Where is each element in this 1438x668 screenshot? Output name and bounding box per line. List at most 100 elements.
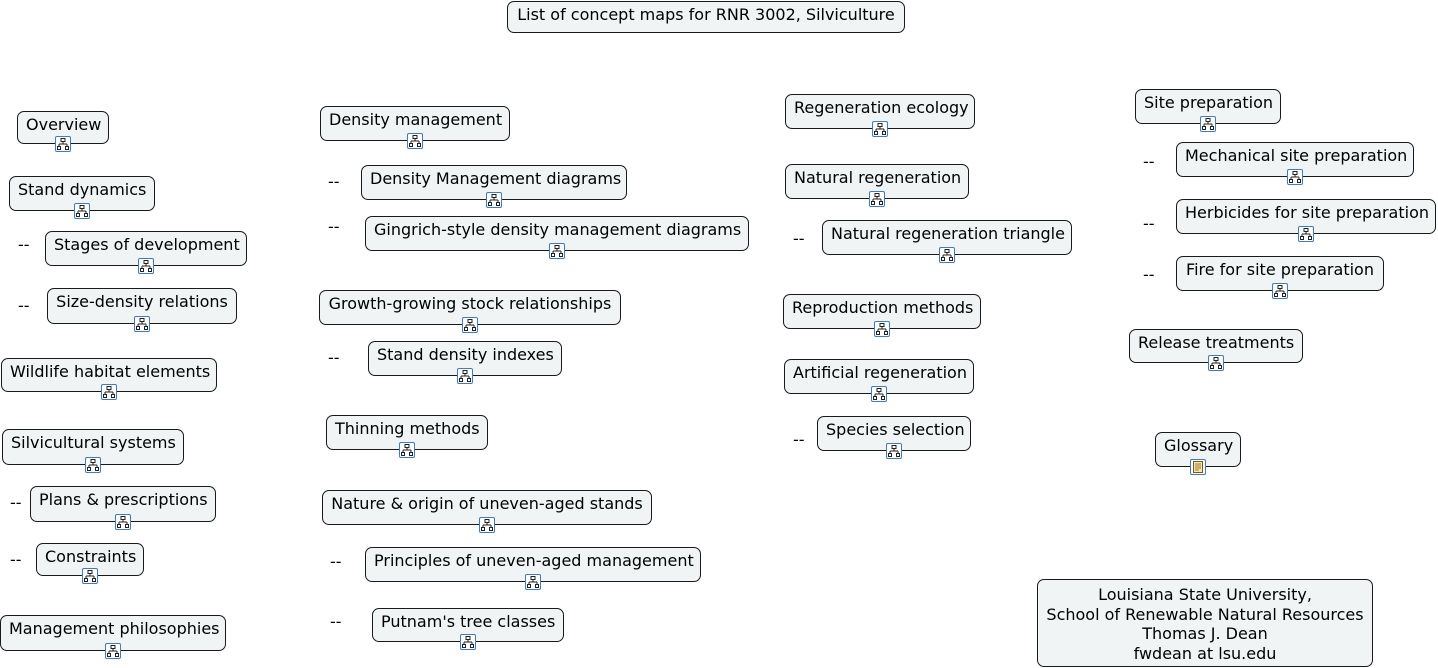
concept-map-icon[interactable] <box>525 574 541 590</box>
concept-map-icon[interactable] <box>138 258 154 274</box>
node-putnams-tree-classes[interactable]: Putnam's tree classes <box>372 608 564 650</box>
sub-item-dash: -- <box>328 217 340 236</box>
node-herbicides-site-preparation[interactable]: Herbicides for site preparation <box>1176 199 1436 242</box>
node-label: Plans & prescriptions <box>39 490 208 509</box>
concept-map-icon[interactable] <box>399 442 415 458</box>
node-label: Stand density indexes <box>377 345 554 364</box>
sub-item-dash: -- <box>328 348 340 367</box>
node-label: Overview <box>26 115 102 134</box>
concept-map-icon[interactable] <box>549 243 565 259</box>
node-label: Density management <box>329 110 503 129</box>
node-natural-regeneration[interactable]: Natural regeneration <box>785 164 969 207</box>
concept-map-icon[interactable] <box>462 317 478 333</box>
concept-map-icon[interactable] <box>74 203 90 219</box>
node-label: Putnam's tree classes <box>381 612 556 631</box>
author-line-university: Louisiana State University, <box>1098 585 1312 604</box>
node-species-selection[interactable]: Species selection <box>817 416 971 459</box>
node-glossary[interactable]: Glossary <box>1155 432 1241 475</box>
node-silvicultural-systems[interactable]: Silvicultural systems <box>2 429 184 473</box>
node-site-preparation[interactable]: Site preparation <box>1135 89 1281 132</box>
node-label: Nature & origin of uneven-aged stands <box>331 494 643 513</box>
sub-item-dash: -- <box>18 235 30 254</box>
node-label: Stages of development <box>54 235 240 254</box>
node-label: Growth-growing stock relationships <box>328 294 612 313</box>
node-fire-site-preparation[interactable]: Fire for site preparation <box>1176 256 1384 299</box>
node-uneven-aged-nature[interactable]: Nature & origin of uneven-aged stands <box>322 490 652 533</box>
node-label: Artificial regeneration <box>793 363 967 382</box>
node-label: Management philosophies <box>9 619 220 638</box>
concept-map-icon[interactable] <box>407 133 423 149</box>
node-regeneration-ecology[interactable]: Regeneration ecology <box>785 94 975 137</box>
sub-item-dash: -- <box>330 552 342 571</box>
concept-map-icon[interactable] <box>1298 226 1314 242</box>
document-icon[interactable] <box>1190 459 1206 475</box>
node-label: Release treatments <box>1138 333 1295 352</box>
node-wildlife-habitat-elements[interactable]: Wildlife habitat elements <box>1 358 217 400</box>
concept-map-icon[interactable] <box>871 386 887 402</box>
concept-map-icon[interactable] <box>1208 355 1224 371</box>
node-stand-density-indexes[interactable]: Stand density indexes <box>368 341 562 384</box>
node-growth-growing-stock[interactable]: Growth-growing stock relationships <box>319 290 621 333</box>
sub-item-dash: -- <box>793 229 805 248</box>
concept-map-icon[interactable] <box>486 192 502 208</box>
node-label: Regeneration ecology <box>794 98 969 117</box>
node-overview[interactable]: Overview <box>17 111 109 152</box>
node-label: Density Management diagrams <box>370 169 622 188</box>
node-stages-of-development[interactable]: Stages of development <box>45 231 247 274</box>
concept-map-icon[interactable] <box>479 517 495 533</box>
node-artificial-regeneration[interactable]: Artificial regeneration <box>784 359 974 402</box>
concept-map-icon[interactable] <box>939 247 955 263</box>
concept-map-icon[interactable] <box>872 121 888 137</box>
sub-item-dash: -- <box>793 430 805 449</box>
concept-map-icon[interactable] <box>1200 116 1216 132</box>
sub-item-dash: -- <box>328 172 340 191</box>
node-label: Gingrich-style density management diagra… <box>374 220 742 239</box>
concept-map-icon[interactable] <box>1287 169 1303 185</box>
sub-item-dash: -- <box>10 550 22 569</box>
author-line-school: School of Renewable Natural Resources <box>1046 604 1364 624</box>
node-label: Natural regeneration triangle <box>831 224 1065 243</box>
concept-map-icon[interactable] <box>55 136 71 152</box>
author-line-name: Thomas J. Dean <box>1142 624 1268 643</box>
node-label: Species selection <box>826 420 965 439</box>
node-label: Wildlife habitat elements <box>10 362 211 381</box>
node-density-management[interactable]: Density management <box>320 106 510 149</box>
node-natural-regeneration-triangle[interactable]: Natural regeneration triangle <box>822 220 1072 263</box>
node-management-philosophies[interactable]: Management philosophies <box>0 615 226 659</box>
concept-map-icon[interactable] <box>105 643 121 659</box>
concept-map-icon[interactable] <box>886 443 902 459</box>
node-thinning-methods[interactable]: Thinning methods <box>326 415 488 458</box>
sub-item-dash: -- <box>1143 265 1155 284</box>
concept-map-icon[interactable] <box>85 457 101 473</box>
node-plans-prescriptions[interactable]: Plans & prescriptions <box>30 486 216 530</box>
node-label: Mechanical site preparation <box>1185 146 1408 165</box>
page-title: List of concept maps for RNR 3002, Silvi… <box>507 1 905 33</box>
concept-map-icon[interactable] <box>115 514 131 530</box>
node-gingrich-diagrams[interactable]: Gingrich-style density management diagra… <box>365 216 749 259</box>
node-uneven-aged-principles[interactable]: Principles of uneven-aged management <box>365 547 701 590</box>
concept-map-icon[interactable] <box>869 191 885 207</box>
node-label: Glossary <box>1164 436 1234 455</box>
node-release-treatments[interactable]: Release treatments <box>1129 329 1303 371</box>
concept-map-icon[interactable] <box>457 368 473 384</box>
node-label: Principles of uneven-aged management <box>374 551 694 570</box>
sub-item-dash: -- <box>330 612 342 631</box>
concept-map-icon[interactable] <box>134 316 150 332</box>
node-label: Stand dynamics <box>18 180 147 199</box>
concept-map-icon[interactable] <box>101 384 117 400</box>
node-label: Site preparation <box>1144 93 1274 112</box>
node-label: Size-density relations <box>56 292 228 311</box>
concept-map-icon[interactable] <box>874 321 890 337</box>
page-title-text: List of concept maps for RNR 3002, Silvi… <box>517 5 895 24</box>
node-mechanical-site-preparation[interactable]: Mechanical site preparation <box>1176 142 1414 185</box>
node-size-density-relations[interactable]: Size-density relations <box>47 288 237 332</box>
node-reproduction-methods[interactable]: Reproduction methods <box>783 294 981 337</box>
node-label: Reproduction methods <box>792 298 974 317</box>
concept-map-icon[interactable] <box>82 568 98 584</box>
node-stand-dynamics[interactable]: Stand dynamics <box>9 176 155 219</box>
concept-map-icon[interactable] <box>460 634 476 650</box>
concept-map-icon[interactable] <box>1272 283 1288 299</box>
node-density-management-diagrams[interactable]: Density Management diagrams <box>361 165 627 208</box>
node-label: Fire for site preparation <box>1186 260 1374 279</box>
node-constraints[interactable]: Constraints <box>36 543 144 584</box>
